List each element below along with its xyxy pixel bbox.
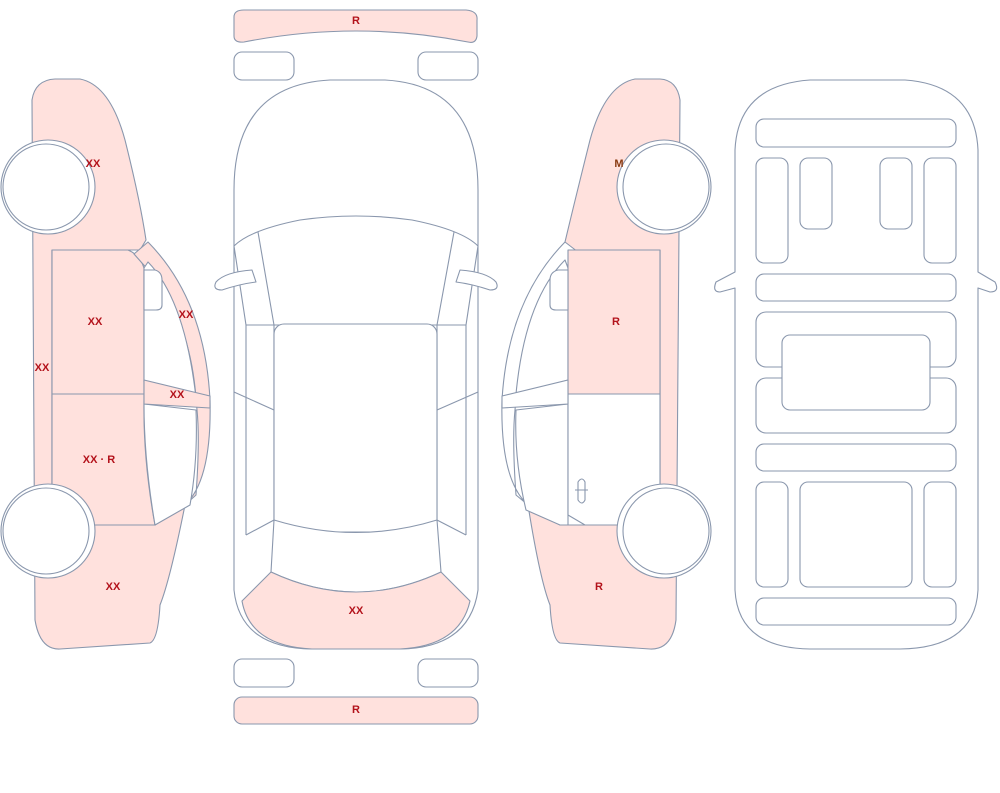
right-side-view: M R R — [501, 78, 712, 650]
windshield[interactable] — [233, 215, 479, 326]
left-rear-wheel[interactable] — [2, 487, 90, 575]
rear-right-light[interactable] — [417, 658, 479, 688]
right-mirror-top[interactable] — [455, 269, 498, 291]
left-mirror[interactable] — [143, 379, 211, 409]
right-fuel-cap[interactable] — [575, 478, 588, 504]
underbody-front-crossmember — [755, 118, 957, 148]
label-hood: XX — [349, 605, 364, 617]
underbody-left-front-rail — [755, 157, 789, 264]
left-door-handle[interactable] — [143, 269, 163, 311]
label-left-rear-quarter: XX — [106, 581, 121, 593]
underbody-right-front-mount — [879, 157, 913, 230]
underbody-left-rear-rail — [755, 481, 789, 588]
hood-top-panel[interactable] — [241, 571, 471, 650]
underbody-rear-panel — [755, 597, 957, 626]
label-right-front-door: R — [612, 316, 620, 328]
label-rear-bumper: R — [352, 704, 360, 716]
label-front-bumper: R — [352, 15, 360, 27]
front-right-headlight[interactable] — [417, 51, 479, 81]
underbody-view — [714, 79, 998, 650]
right-door-handle[interactable] — [549, 269, 569, 311]
underbody-right-front-rail — [923, 157, 957, 264]
label-left-mirror: XX — [170, 389, 185, 401]
right-rear-window[interactable] — [515, 403, 569, 526]
right-rear-wheel[interactable] — [622, 487, 710, 575]
left-side-view: XX XX XX XX XX XX · R XX — [0, 78, 211, 650]
front-left-headlight[interactable] — [233, 51, 295, 81]
rear-bumper[interactable] — [233, 696, 479, 725]
label-left-rocker: XX — [35, 362, 50, 374]
label-left-front-fender: XX — [86, 158, 101, 170]
underbody-firewall — [755, 273, 957, 302]
underbody-center-tunnel — [781, 334, 931, 411]
right-front-wheel[interactable] — [622, 143, 710, 231]
left-rear-window[interactable] — [143, 403, 197, 526]
rear-left-light[interactable] — [233, 658, 295, 688]
left-mirror-top[interactable] — [214, 269, 257, 291]
label-right-front-fender: M — [614, 158, 623, 170]
roof[interactable] — [273, 323, 438, 533]
underbody-right-rear-rail — [923, 481, 957, 588]
label-left-rear-door: XX · R — [83, 454, 115, 466]
front-bumper[interactable] — [233, 9, 478, 43]
label-left-a-pillar: XX — [179, 309, 194, 321]
label-right-rear-quarter: R — [595, 581, 603, 593]
top-view: R XX R — [214, 9, 498, 725]
right-mirror[interactable] — [501, 379, 569, 409]
label-left-front-door: XX — [88, 316, 103, 328]
underbody-left-front-mount — [799, 157, 833, 230]
left-front-wheel[interactable] — [2, 143, 90, 231]
underbody-rear-crossmember — [755, 443, 957, 472]
underbody-trunk-floor — [799, 481, 913, 588]
